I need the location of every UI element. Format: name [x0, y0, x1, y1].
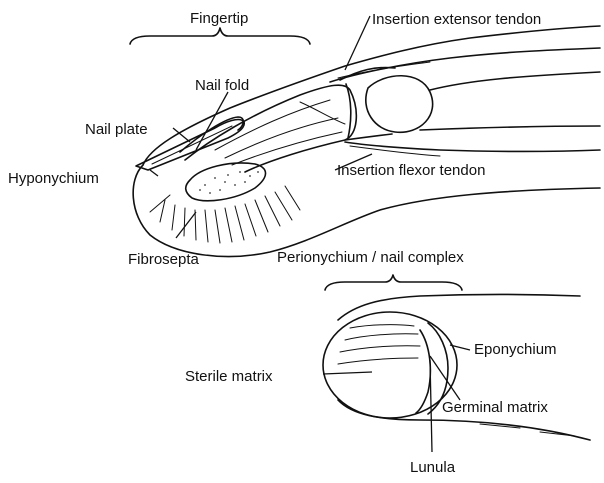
nail-plate-label: Nail plate	[85, 121, 148, 138]
bone-lines	[215, 100, 345, 165]
lunula-line	[416, 330, 430, 413]
nail-fold-label: Nail fold	[195, 77, 249, 94]
fingertip-label: Fingertip	[190, 10, 248, 27]
germinal-matrix-label: Germinal matrix	[442, 399, 548, 416]
fingertip-bracket	[130, 28, 310, 44]
perionychium-label: Perionychium / nail complex	[277, 249, 464, 266]
insertion-extensor-label: Insertion extensor tendon	[372, 11, 541, 28]
hyponychium-label: Hyponychium	[8, 170, 99, 187]
insertion-flexor-label: Insertion flexor tendon	[337, 162, 485, 179]
joint-head	[366, 76, 433, 133]
nail-surface-lines	[338, 325, 420, 364]
perionychium-bracket	[325, 275, 462, 290]
sterile-matrix-label: Sterile matrix	[185, 368, 273, 385]
finger-dorsal-outline	[338, 295, 580, 321]
lunula-label: Lunula	[410, 459, 456, 476]
joint-line	[346, 84, 351, 138]
fingertip-section: Fingertip	[8, 10, 600, 268]
extensor-tendon	[330, 48, 600, 82]
fibrosepta-label: Fibrosepta	[128, 251, 200, 268]
fibrosepta-strands	[150, 186, 300, 243]
eponychium-label: Eponychium	[474, 341, 557, 358]
nail-complex-section: Perionychium / nail complex Eponychium S…	[185, 249, 590, 476]
middle-phalanx	[340, 68, 600, 141]
